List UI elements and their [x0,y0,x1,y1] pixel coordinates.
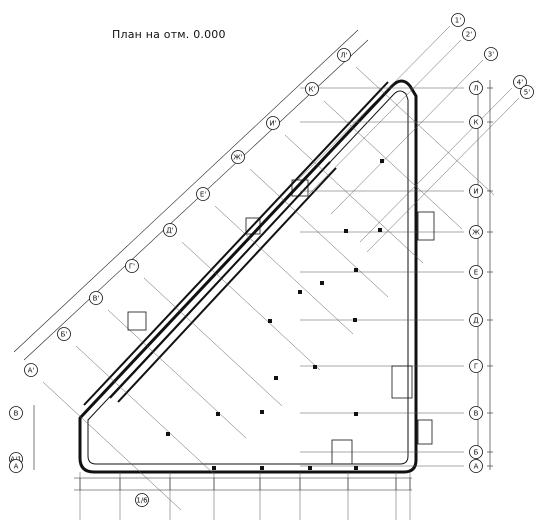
axis-marker-diagonal: Ж' [231,150,245,164]
axis-label: 1/6 [136,497,148,505]
column [380,159,384,163]
column [320,281,324,285]
axis-label: В' [93,295,100,303]
axis-label: К' [309,86,316,94]
column [354,268,358,272]
axis-label: В [474,410,479,418]
axis-label: Г' [129,263,135,271]
axis-label: 5' [524,89,530,97]
column [354,412,358,416]
axis-label: 2' [466,31,472,39]
axis-label: В [14,410,19,418]
column [344,229,348,233]
axis-marker-right: Б [469,445,483,459]
stair-block [417,419,433,445]
axis-label: А [474,463,479,471]
column [274,376,278,380]
axis-marker-diagonal: А' [24,363,38,377]
axis-marker-diagonal: В' [89,291,103,305]
axis-label: Д [473,317,479,325]
axis-marker-diagonal: Б' [57,327,71,341]
column [268,319,272,323]
axis-label: К [474,119,479,127]
column [353,318,357,322]
axis-label: Ж' [233,154,243,162]
column [260,410,264,414]
plan-title: План на отм. 0.000 [112,28,226,41]
column [378,228,382,232]
axis-marker-right: А [469,459,483,473]
axis-marker-top: 3' [484,47,498,61]
building-outline [78,79,418,474]
axis-label: Б [474,449,479,457]
column [298,290,302,294]
axis-marker-diagonal: К' [305,82,319,96]
axis-marker-right: Е [469,265,483,279]
axis-label: А [14,463,19,471]
axis-label: И' [269,120,276,128]
axis-label: Е' [200,191,206,199]
column [354,466,358,470]
axis-marker-right: В [469,406,483,420]
axis-label: Е [474,269,478,277]
axis-marker-diagonal: И' [266,116,280,130]
axis-marker-right: К [469,115,483,129]
axis-marker-left: А [9,459,23,473]
axis-label: Б' [61,331,68,339]
axis-label: Г [474,363,478,371]
stair-block [331,439,353,465]
stair-block [245,217,261,235]
axis-marker-diagonal: Д' [163,223,177,237]
axis-marker-right: Л [469,81,483,95]
stair-block [391,365,413,399]
axis-marker-right: Г [469,359,483,373]
column [212,466,216,470]
axis-label: 3' [488,51,494,59]
axis-label: Л [473,85,478,93]
axis-marker-top: 2' [462,27,476,41]
corridor-walls [83,81,389,406]
construction-grid [42,25,520,520]
axis-marker-right: Ж [469,225,483,239]
stair-block [127,311,147,331]
building-inner-outline [87,90,409,465]
stairs [127,179,435,465]
axis-label: Ж [472,229,480,237]
axis-label: Л' [340,52,347,60]
axis-marker-top: 4' [513,75,527,89]
axis-label: И [473,188,478,196]
axis-marker-top: 5' [520,85,534,99]
structural-columns [166,159,384,470]
axis-label: 1' [455,17,461,25]
axis-marker-bottom: 1/6 [135,493,149,507]
axis-label: Д' [166,227,173,235]
axis-marker-diagonal: Е' [196,187,210,201]
column [166,432,170,436]
stair-block [291,179,309,197]
column [308,466,312,470]
axis-markers: ЛКИЖЕДГВБАВА/1АЛ'К'И'Ж'Е'Д'Г'В'Б'А'1'2'3… [9,13,534,507]
column [313,365,317,369]
axis-marker-left: В [9,406,23,420]
axis-label: 4' [517,79,523,87]
axis-marker-right: Д [469,313,483,327]
axis-label: А' [28,367,35,375]
axis-marker-top: 1' [451,13,465,27]
column [216,412,220,416]
dimension-chains [13,29,493,491]
axis-marker-diagonal: Л' [337,48,351,62]
stair-block [417,211,435,241]
column [260,466,264,470]
axis-marker-diagonal: Г' [125,259,139,273]
axis-marker-right: И [469,184,483,198]
